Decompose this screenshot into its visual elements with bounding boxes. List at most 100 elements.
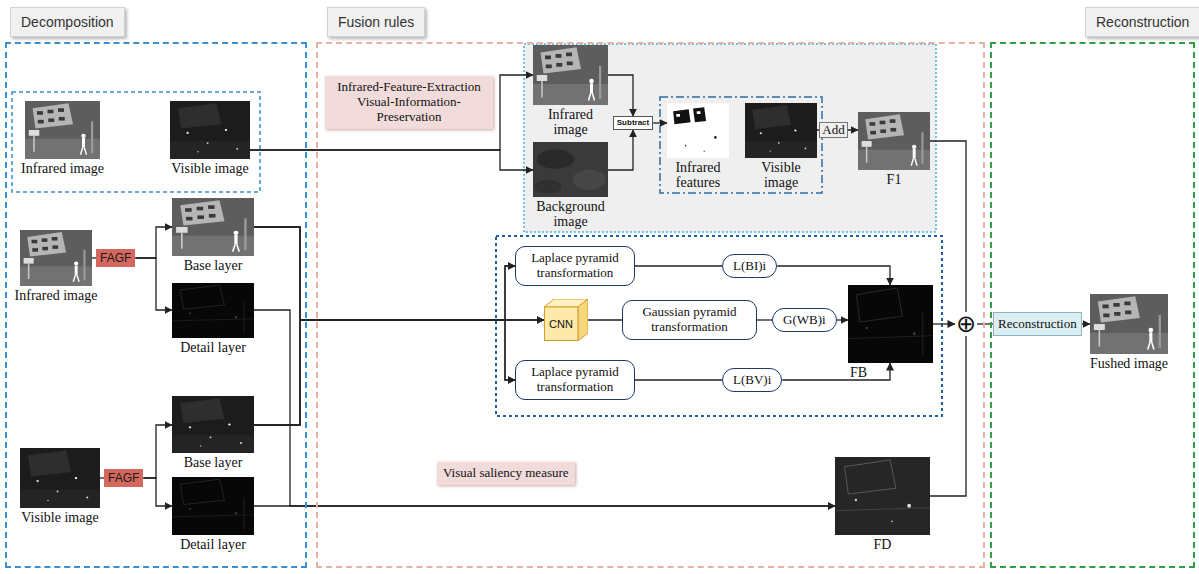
image-node: Detail layer xyxy=(172,283,254,338)
connector-arrow xyxy=(254,266,515,425)
connector-arrow xyxy=(653,122,667,123)
image-thumbnail xyxy=(170,101,250,159)
process-box: Laplace pyramid transformation xyxy=(515,246,635,286)
image-node: Infrared features xyxy=(667,103,729,158)
image-caption: F1 xyxy=(887,172,902,187)
connector-arrow xyxy=(757,319,772,320)
image-thumbnail xyxy=(667,103,729,158)
box-label: Visual saliency measure xyxy=(443,466,569,481)
image-node: Fushed image xyxy=(1090,294,1168,354)
sum-symbol: ⊕ xyxy=(955,312,977,336)
image-caption: Visible image xyxy=(751,160,811,191)
image-thumbnail xyxy=(835,457,930,535)
image-thumbnail xyxy=(25,101,100,159)
operation-box: Subtract xyxy=(613,116,653,130)
image-caption: Detail layer xyxy=(180,340,246,355)
coefficient-pill: L(BV)i xyxy=(722,368,782,393)
connector-arrow xyxy=(143,425,172,478)
image-caption: Visible image xyxy=(171,161,248,176)
image-thumbnail xyxy=(172,283,254,338)
filter-box: FAGF xyxy=(96,249,135,267)
box-label: Reconstruction xyxy=(998,316,1077,332)
section-tab: Decomposition xyxy=(10,7,125,37)
box-label: CNN xyxy=(544,307,578,341)
stage-panel: ReconstructionReconstructionFushed image xyxy=(990,42,1195,568)
box-label: Subtract xyxy=(617,118,649,128)
image-thumbnail xyxy=(172,198,254,256)
connector-arrow xyxy=(930,336,966,496)
image-thumbnail xyxy=(848,285,933,363)
connector-arrow xyxy=(608,130,633,170)
connector-arrow xyxy=(608,75,633,116)
image-node: F1 xyxy=(858,112,930,170)
box-label: Laplace pyramid transformation xyxy=(522,251,628,281)
connector-arrow xyxy=(254,227,544,320)
box-label: Infrared-Feature-Extraction Visual-Infor… xyxy=(331,80,487,125)
section-tab: Fusion rules xyxy=(327,7,425,37)
stage-panel: Fusion rulesInfrared-Feature-Extraction … xyxy=(316,42,985,568)
connector-arrow xyxy=(782,363,890,380)
image-caption: Base layer xyxy=(184,455,243,470)
box-label: L(BV)i xyxy=(733,373,771,388)
image-node: Visible image xyxy=(745,103,817,158)
process-box: Gaussian pyramid transformation xyxy=(622,300,757,340)
image-thumbnail xyxy=(20,448,100,508)
image-thumbnail xyxy=(20,230,92,286)
connector-arrow xyxy=(254,320,515,425)
image-thumbnail xyxy=(172,396,254,453)
image-caption: FB xyxy=(850,365,867,380)
filter-box: FAGF xyxy=(104,469,143,487)
connector-arrow xyxy=(837,319,848,320)
coefficient-pill: G(WB)i xyxy=(772,308,837,333)
section-tab: Reconstruction xyxy=(1085,7,1199,37)
connector-arrow xyxy=(250,75,533,150)
rule-label-box: Infrared-Feature-Extraction Visual-Infor… xyxy=(325,76,493,129)
connector-arrow xyxy=(135,258,172,310)
connector-arrow xyxy=(635,379,722,380)
image-thumbnail xyxy=(533,142,608,197)
coefficient-pill: L(BI)i xyxy=(722,254,777,279)
image-node: FD xyxy=(835,457,930,535)
image-thumbnail xyxy=(172,477,254,535)
connector-arrow xyxy=(254,227,515,320)
connector-arrow xyxy=(143,478,172,506)
stage-panel: DecompositionInfrared imageVisible image… xyxy=(5,42,307,568)
box-label: FAGF xyxy=(100,251,131,265)
process-label-box: Reconstruction xyxy=(993,312,1082,336)
group-frame xyxy=(660,97,822,193)
image-caption: Infrared features xyxy=(667,160,729,191)
box-label: FAGF xyxy=(108,471,139,485)
cnn-cube: CNN xyxy=(544,299,588,341)
image-caption: FD xyxy=(874,537,892,552)
image-node: Visible image xyxy=(170,101,250,159)
connector-arrow xyxy=(588,319,622,320)
connector-arrow xyxy=(930,141,966,312)
image-node: Base layer xyxy=(172,396,254,453)
image-node: Infrared image xyxy=(25,101,100,159)
connector-arrow xyxy=(254,227,515,380)
image-node: Infrared image xyxy=(533,45,608,105)
group-frame xyxy=(524,44,936,232)
image-caption: Fushed image xyxy=(1090,356,1168,371)
image-caption: Infrared image xyxy=(15,288,98,303)
box-label: G(WB)i xyxy=(783,313,826,328)
group-frame xyxy=(12,92,260,192)
connector-arrow xyxy=(777,266,890,285)
connector-arrow xyxy=(1082,323,1090,324)
image-node: Background image xyxy=(533,142,608,197)
connector-arrow xyxy=(250,150,533,170)
image-caption: Infrared image xyxy=(21,161,104,176)
image-thumbnail xyxy=(858,112,930,170)
edge-label: Add xyxy=(819,122,847,138)
image-caption: Infrared image xyxy=(536,107,606,138)
box-label: ⊕ xyxy=(956,312,976,336)
image-node: FB xyxy=(848,285,933,363)
connector-arrow xyxy=(635,265,722,266)
image-caption: Visible image xyxy=(21,510,98,525)
connector-arrow xyxy=(135,227,172,258)
box-label: Gaussian pyramid transformation xyxy=(629,305,750,335)
image-node: Visible image xyxy=(20,448,100,508)
box-label: L(BI)i xyxy=(733,259,766,274)
